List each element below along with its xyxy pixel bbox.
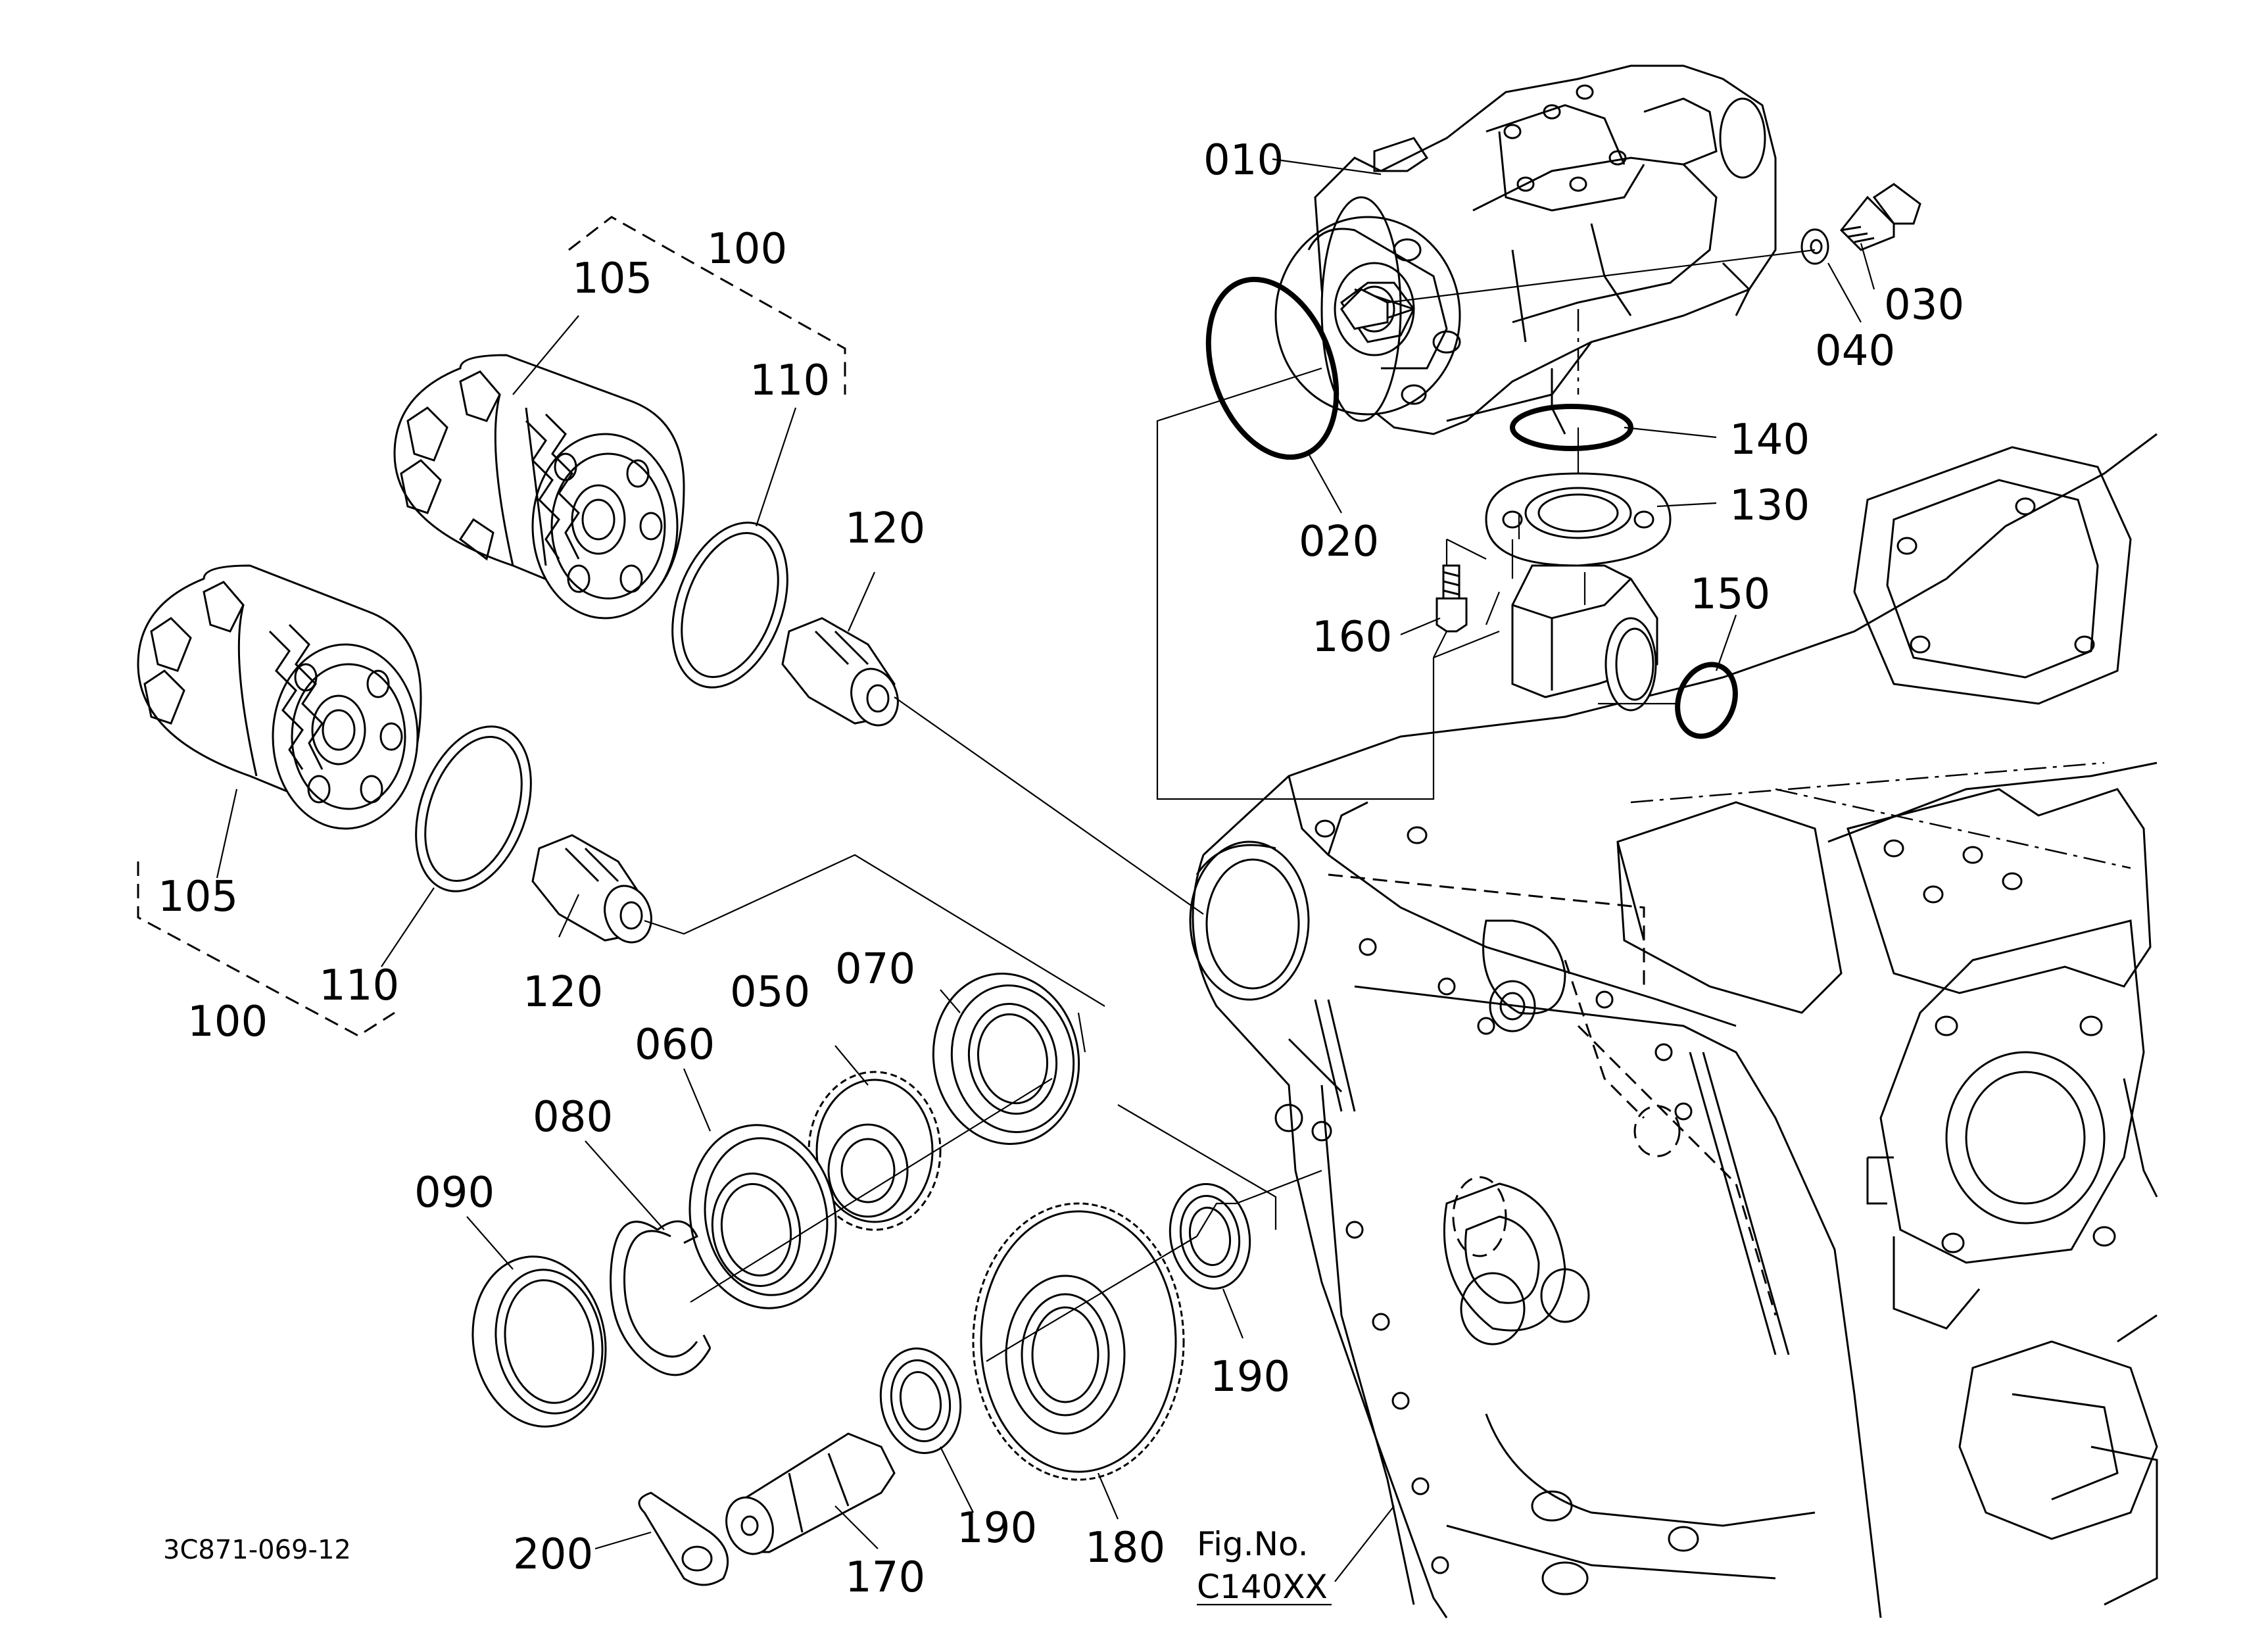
rear-flange	[1616, 446, 2158, 1606]
callout-020: 020	[1299, 518, 1379, 566]
callout-140: 140	[1729, 416, 1810, 464]
snap-ring-080	[610, 1220, 712, 1376]
callout-180: 180	[1085, 1524, 1165, 1572]
gear-180	[972, 1202, 1185, 1481]
callout-010: 010	[1203, 136, 1284, 185]
screw-160	[1436, 564, 1468, 633]
callout-150: 150	[1690, 570, 1770, 619]
callout-120-lower: 120	[523, 968, 603, 1017]
oil-seal-090	[471, 1255, 607, 1428]
adapter-120-upper	[781, 617, 899, 727]
plate-200	[638, 1492, 729, 1586]
callout-170: 170	[845, 1553, 925, 1602]
bolt-030	[1839, 183, 1921, 251]
callout-105-upper: 105	[572, 255, 652, 303]
kit-bracket-100-lower	[137, 861, 395, 1037]
callout-040: 040	[1815, 327, 1895, 376]
bearing-060	[688, 1124, 837, 1309]
callout-110-lower: 110	[319, 961, 399, 1010]
shaft-170	[725, 1432, 896, 1555]
gasket-110-lower	[415, 725, 532, 892]
callout-100-upper: 100	[707, 225, 787, 274]
callout-090: 090	[414, 1169, 495, 1217]
bearing-070	[932, 973, 1080, 1145]
washer-040	[1800, 228, 1829, 265]
callout-100-lower: 100	[187, 998, 268, 1046]
callout-105-lower: 105	[158, 873, 238, 921]
callout-200: 200	[513, 1530, 593, 1579]
figure-number: C140XX	[1197, 1568, 1328, 1606]
callout-110-upper: 110	[750, 356, 830, 405]
callout-080: 080	[533, 1093, 613, 1142]
callout-190-upper: 190	[1210, 1353, 1290, 1401]
kit-bracket-100-upper	[568, 216, 846, 395]
callout-labels: 010 020 030 040 050 060 070 080 090 100 …	[158, 136, 1964, 1606]
callout-190-lower: 190	[957, 1504, 1037, 1553]
callout-030: 030	[1884, 281, 1964, 329]
callout-050: 050	[730, 968, 810, 1017]
callout-130: 130	[1729, 481, 1810, 530]
callout-120-upper: 120	[845, 504, 925, 553]
o-ring-020	[1205, 276, 1339, 460]
hydraulic-pump-010	[1274, 64, 1777, 435]
callout-060: 060	[635, 1021, 715, 1069]
gasket-110-upper	[671, 522, 788, 689]
drawing-number: 3C871-069-12	[163, 1535, 351, 1565]
bearing-190-upper	[1169, 1183, 1251, 1290]
bearing-190-lower	[879, 1347, 962, 1454]
oil-filter-105-upper	[393, 354, 685, 619]
leader-lines	[216, 158, 1875, 1582]
figure-label: Fig.No.	[1197, 1525, 1309, 1563]
o-ring-150	[1675, 662, 1738, 739]
o-ring-140	[1510, 404, 1633, 451]
oil-filter-105-lower	[137, 564, 422, 830]
callout-160: 160	[1312, 613, 1392, 662]
transmission-housing	[1189, 433, 2158, 1618]
callout-070: 070	[835, 945, 915, 994]
flange-elbow-130	[1485, 472, 1672, 712]
adapter-120-lower	[531, 834, 652, 944]
